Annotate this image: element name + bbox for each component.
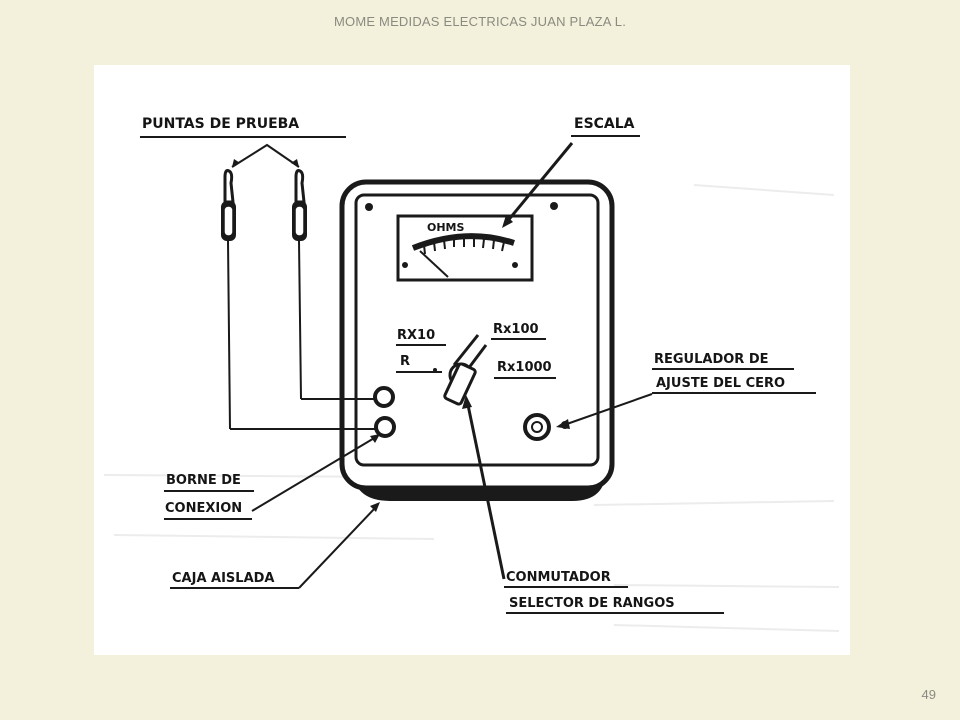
label-puntas-de-prueba: PUNTAS DE PRUEBA — [142, 116, 299, 132]
range-label-rx10: RX10 — [397, 328, 435, 343]
meter-scale-arc — [411, 233, 515, 251]
terminal-lower — [374, 416, 396, 438]
ohmmeter-diagram: OHMS RX10 Rx100 R Rx1000 — [94, 65, 850, 655]
panel-screw — [550, 202, 558, 210]
range-label-rx100: Rx100 — [493, 322, 539, 337]
ohms-label: OHMS — [427, 221, 465, 234]
terminal-upper — [373, 386, 395, 408]
slide-header: MOME MEDIDAS ELECTRICAS JUAN PLAZA L. — [333, 14, 627, 29]
label-borne-line2: CONEXION — [165, 501, 242, 516]
label-borne-line1: BORNE DE — [166, 473, 241, 488]
page-number: 49 — [921, 687, 936, 702]
range-selector-switch — [433, 334, 488, 406]
test-probes — [221, 169, 376, 430]
range-label-r: R — [400, 354, 410, 369]
range-label-rx1000: Rx1000 — [497, 360, 552, 375]
meter-screw — [402, 262, 408, 268]
label-regulador-line1: REGULADOR DE — [654, 352, 769, 367]
label-escala: ESCALA — [574, 116, 635, 132]
label-conmutador-line1: CONMUTADOR — [506, 570, 611, 585]
label-regulador-line2: AJUSTE DEL CERO — [656, 376, 785, 391]
meter-screw — [512, 262, 518, 268]
label-caja-aislada: CAJA AISLADA — [172, 571, 274, 586]
meter-needle — [419, 250, 449, 278]
label-conmutador-line2: SELECTOR DE RANGOS — [509, 596, 675, 611]
meter-scale-ticks — [423, 238, 505, 255]
ohmmeter-diagram-svg: OHMS RX10 Rx100 R Rx1000 — [103, 116, 840, 632]
panel-screw — [365, 203, 373, 211]
